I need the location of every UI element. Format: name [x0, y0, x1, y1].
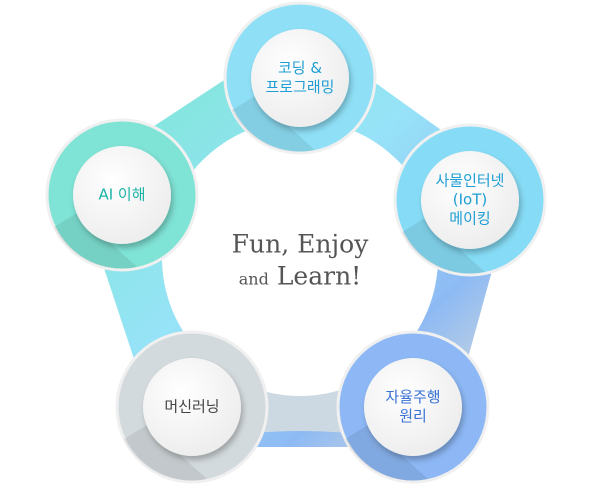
- node-label-ai[interactable]: AI 이해: [72, 186, 172, 205]
- node-circle-ai[interactable]: [73, 146, 171, 244]
- node-circle-iot[interactable]: [421, 151, 519, 249]
- node-circle-coding[interactable]: [251, 29, 349, 127]
- node-label-line: 사물인터넷: [435, 171, 505, 190]
- node-label-iot[interactable]: 사물인터넷(IoT)메이킹: [420, 172, 520, 229]
- motto: Fun, Enjoy and Learn!: [232, 229, 369, 296]
- node-label-ml[interactable]: 머신러닝: [142, 398, 242, 417]
- motto-line1: Fun, Enjoy: [231, 229, 369, 259]
- node-label-line: 코딩 &: [277, 59, 323, 77]
- node-shadow-coding: [232, 96, 315, 152]
- node-label-coding[interactable]: 코딩 &프로그래밍: [250, 59, 350, 97]
- node-label-line: (IoT): [452, 190, 488, 209]
- node-shadow-ai: [54, 213, 137, 269]
- node-shadow-iot: [402, 218, 485, 274]
- motto-learn: Learn!: [276, 261, 362, 291]
- node-shadow-autonomous: [345, 425, 428, 481]
- center-circle: [162, 120, 438, 396]
- node-label-line: 메이킹: [449, 209, 491, 228]
- node-label-line: 원리: [399, 407, 427, 425]
- node-label-line: 머신러닝: [164, 397, 220, 416]
- node-label-line: AI 이해: [98, 185, 146, 204]
- node-label-line: 자율주행: [385, 388, 441, 406]
- node-circle-ml[interactable]: [143, 358, 241, 456]
- motto-and: and: [238, 269, 269, 289]
- node-label-line: 프로그래밍: [265, 78, 335, 96]
- node-circle-autonomous[interactable]: [364, 358, 462, 456]
- node-shadow-ml: [124, 425, 207, 481]
